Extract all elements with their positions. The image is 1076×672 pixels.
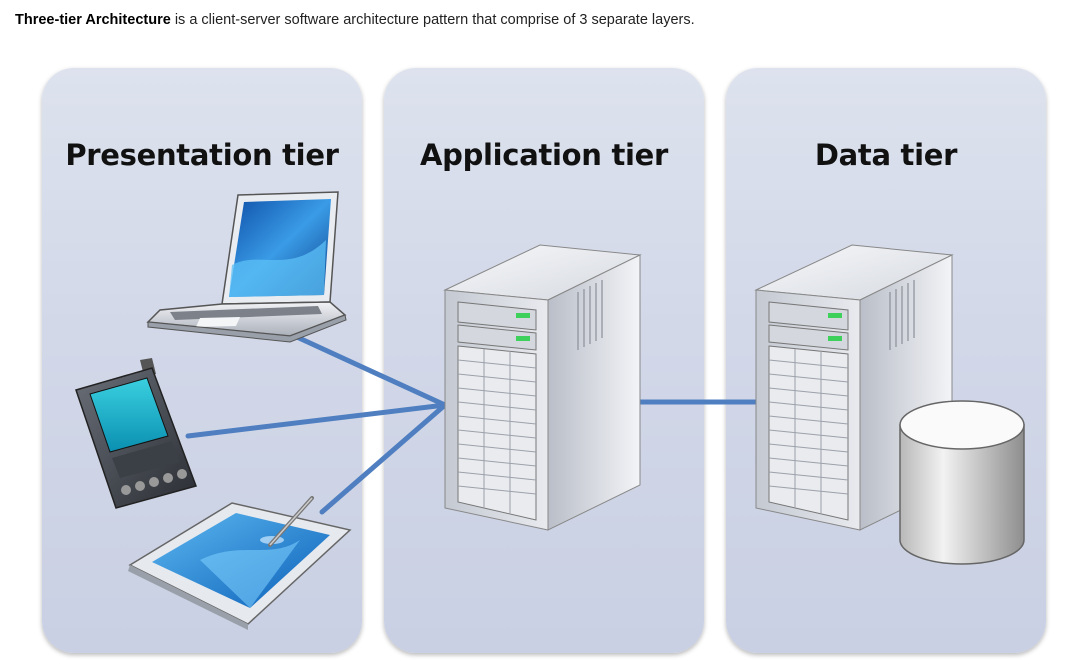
intro-text: Three-tier Architecture is a client-serv… xyxy=(15,12,695,28)
server-icon-data xyxy=(754,244,954,531)
connectors xyxy=(185,329,759,515)
pda-keys xyxy=(121,469,187,495)
presentation-tier-title: Presentation tier xyxy=(65,138,339,172)
connector-laptop xyxy=(283,329,448,408)
intro-term: Three-tier Architecture xyxy=(15,12,171,28)
connector-pda xyxy=(185,402,448,439)
laptop-icon xyxy=(146,191,347,343)
data-tier-title: Data tier xyxy=(814,138,958,172)
connector-tablet xyxy=(319,402,448,515)
pda-icon xyxy=(75,358,197,509)
application-tier-title: Application tier xyxy=(419,138,669,172)
intro-description: is a client-server software architecture… xyxy=(170,12,695,28)
database-icon xyxy=(899,400,1025,565)
server-icon-application xyxy=(443,244,642,531)
stylus-icon xyxy=(268,496,314,547)
tablet-icon xyxy=(128,502,352,630)
